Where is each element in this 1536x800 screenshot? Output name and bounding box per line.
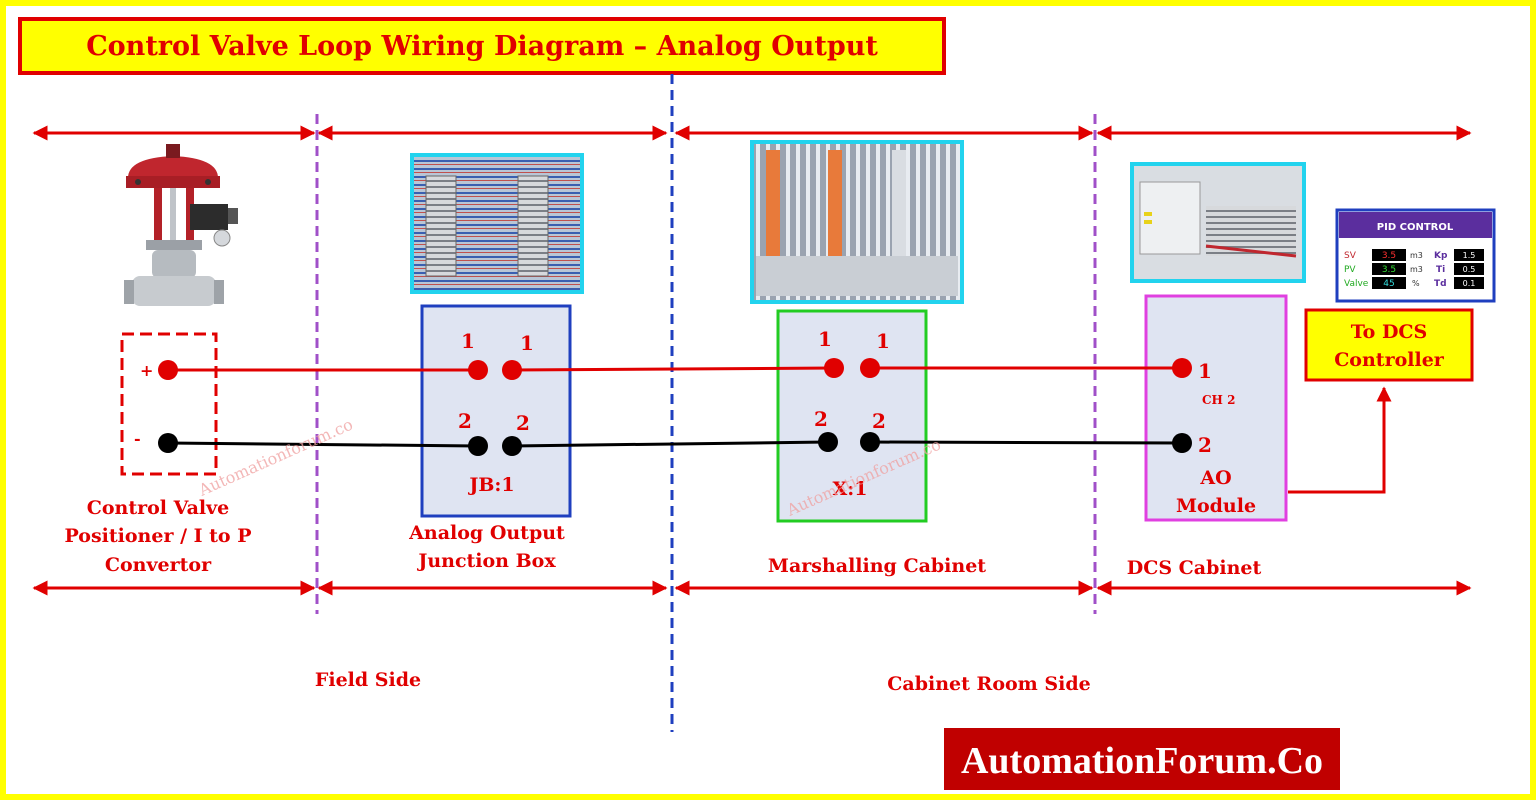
wire-negative-3 <box>869 440 1183 445</box>
dcs-zone-label: DCS Cabinet <box>1127 557 1262 579</box>
marshalling-name: X:1 <box>833 478 868 500</box>
marshalling-label-1a: 1 <box>818 327 832 351</box>
junction-box-jb1 <box>420 304 572 518</box>
jb-terminal-2b <box>502 436 522 456</box>
wiring-diagram: PID CONTROL SV 3.5 m3 Kp 1.5 PV 3.5 m3 T… <box>32 74 1496 732</box>
pid-control-panel: PID CONTROL SV 3.5 m3 Kp 1.5 PV 3.5 m3 T… <box>1335 208 1496 303</box>
ao-label-2: 2 <box>1198 433 1212 457</box>
marshalling-terminal-x1 <box>776 309 928 523</box>
marshalling-cabinet-photo <box>750 140 964 304</box>
pid-sv-value: 3.5 <box>1382 251 1396 261</box>
brand-name: AutomationForum.Co <box>960 740 1324 782</box>
pid-sv-label: SV <box>1344 251 1357 261</box>
pid-pv-label: PV <box>1344 265 1356 275</box>
marshalling-label-2b: 2 <box>872 409 886 433</box>
pid-valve-label: Valve <box>1344 279 1369 289</box>
diagram-canvas: Control Valve Loop Wiring Diagram – Anal… <box>6 6 1530 794</box>
positioner-plus-terminal <box>158 360 178 380</box>
jb-zone-line-2: Junction Box <box>416 550 556 572</box>
ao-label-1: 1 <box>1198 359 1212 383</box>
jb-label-2b: 2 <box>516 411 530 435</box>
cabinet-room-side-label: Cabinet Room Side <box>887 673 1090 695</box>
pid-valve-unit: % <box>1412 279 1420 288</box>
field-side-label: Field Side <box>315 669 421 691</box>
positioner-minus-terminal <box>158 433 178 453</box>
pid-pv-unit: m3 <box>1410 265 1423 274</box>
jb-label-1b: 1 <box>520 331 534 355</box>
pid-kp-label: Kp <box>1434 251 1448 261</box>
jb-label-2a: 2 <box>458 409 472 433</box>
pid-title: PID CONTROL <box>1377 222 1454 233</box>
jb-terminal-2a <box>468 436 488 456</box>
dcs-controller-line-1: To DCS <box>1351 321 1428 343</box>
pid-td-label: Td <box>1434 279 1447 289</box>
control-valve-icon <box>124 144 238 306</box>
valve-zone-line-3: Convertor <box>105 554 212 576</box>
watermark-left: Automationforum.co <box>195 415 356 500</box>
jb-terminal-1b <box>502 360 522 380</box>
marshalling-label-2a: 2 <box>814 407 828 431</box>
marshalling-label-1b: 1 <box>876 329 890 353</box>
wire-negative-1 <box>167 441 479 448</box>
jb-label-1a: 1 <box>461 329 475 353</box>
ao-terminal-1 <box>1172 358 1192 378</box>
junction-box-photo <box>410 153 584 294</box>
marshalling-terminal-2b <box>860 432 880 452</box>
dcs-controller-line-2: Controller <box>1334 349 1445 371</box>
ao-terminal-2 <box>1172 433 1192 453</box>
jb-terminal-1a <box>468 360 488 380</box>
pid-valve-value: 45 <box>1383 279 1394 289</box>
wire-negative-2 <box>511 440 829 448</box>
positioner-minus-label: - <box>134 429 141 448</box>
ao-to-controller-wire <box>1288 386 1392 494</box>
jb-name: JB:1 <box>467 474 514 496</box>
marshalling-zone-label: Marshalling Cabinet <box>768 555 986 577</box>
marshalling-terminal-2a <box>818 432 838 452</box>
title-banner: Control Valve Loop Wiring Diagram – Anal… <box>18 17 946 75</box>
pid-pv-value: 3.5 <box>1382 265 1396 275</box>
jb-zone-line-1: Analog Output <box>408 522 565 544</box>
ao-name-line-1: AO <box>1199 467 1231 489</box>
marshalling-terminal-1a <box>824 358 844 378</box>
valve-zone-line-2: Positioner / I to P <box>65 525 252 547</box>
dcs-cabinet-photo <box>1130 162 1306 283</box>
pid-kp-value: 1.5 <box>1463 251 1476 260</box>
positioner-terminal-box <box>120 332 218 476</box>
ao-name-line-2: Module <box>1176 495 1256 517</box>
ao-channel: CH 2 <box>1202 393 1235 407</box>
dcs-controller-box <box>1304 308 1474 382</box>
wire-positive-2 <box>511 366 835 372</box>
positioner-plus-label: + <box>140 361 153 380</box>
pid-ti-value: 0.5 <box>1463 265 1476 274</box>
pid-td-value: 0.1 <box>1463 279 1476 288</box>
brand-banner: AutomationForum.Co <box>944 728 1340 790</box>
diagram-title: Control Valve Loop Wiring Diagram – Anal… <box>86 31 878 62</box>
ao-module-box <box>1144 294 1288 522</box>
pid-sv-unit: m3 <box>1410 251 1423 260</box>
valve-zone-line-1: Control Valve <box>87 497 230 519</box>
pid-ti-label: Ti <box>1436 265 1445 275</box>
marshalling-terminal-1b <box>860 358 880 378</box>
